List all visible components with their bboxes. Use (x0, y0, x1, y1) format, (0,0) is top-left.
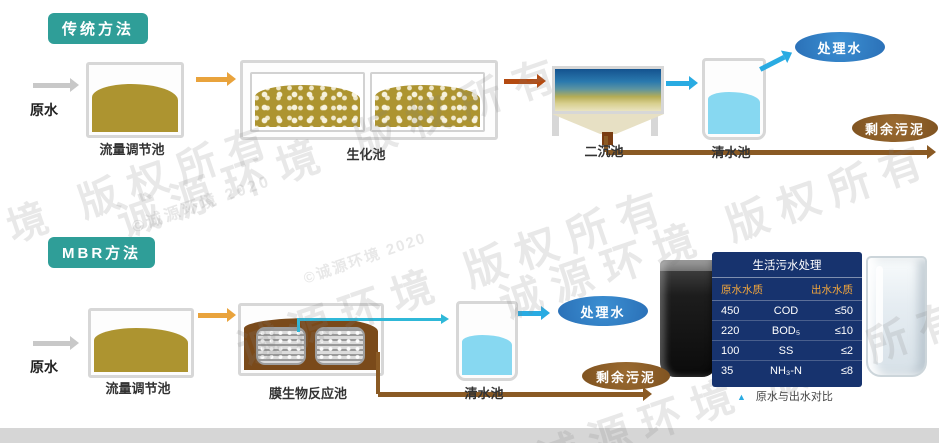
raw-water-glass (660, 260, 717, 377)
glass-shine (876, 266, 883, 363)
sedimentation-tank-label: 二沉池 (584, 144, 624, 159)
clean-water (462, 335, 512, 375)
sludge-arrow-icon (378, 387, 652, 401)
table-row: 35 NH₃-N ≤8 (712, 361, 862, 380)
cell-effluent: ≤10 (834, 325, 853, 337)
flow-regulation-tank-label: 流量调节池 (99, 142, 165, 157)
membrane-module (315, 327, 365, 365)
cell-influent: 220 (721, 325, 740, 337)
sludge-arrow-icon (606, 145, 936, 159)
clean-water-tank-mbr (456, 301, 518, 381)
treated-water-glass (866, 256, 927, 377)
triangle-marker-icon: ▲ (737, 392, 746, 402)
cell-influent: 35 (721, 365, 734, 377)
aerated-liquid (255, 85, 360, 127)
biochemical-cell-2 (370, 72, 485, 132)
table-title: 生活污水处理 (712, 252, 862, 278)
table-row: 220 BOD₅ ≤10 (712, 321, 862, 341)
cell-parameter: NH₃-N (770, 365, 802, 377)
inflow-arrow-icon (33, 336, 79, 350)
raw-water-label: 原水 (30, 102, 58, 118)
flow-regulation-tank-mbr (88, 308, 194, 378)
treated-water-oval: 处理水 (795, 32, 885, 62)
aerated-liquid (375, 85, 480, 127)
flow-arrow-icon (198, 308, 236, 322)
membrane-bioreactor-label: 膜生物反应池 (268, 386, 348, 401)
flow-arrow-icon (757, 46, 796, 75)
flow-arrow-icon (666, 76, 698, 90)
cell-parameter: BOD₅ (771, 325, 801, 337)
flow-arrow-icon (504, 74, 546, 88)
clean-water-tank-mbr-label: 清水池 (464, 386, 504, 401)
flow-regulation-tank-mbr-label: 流量调节池 (105, 381, 171, 396)
clean-water-tank-label: 清水池 (711, 145, 751, 160)
bottom-edge-strip (0, 428, 939, 443)
clean-water (708, 92, 760, 134)
sedimentation-tank (552, 66, 664, 114)
biochemical-tank (240, 60, 498, 140)
inflow-arrow-icon (33, 78, 79, 92)
flow-arrow-icon (196, 72, 236, 86)
caption-text: 原水与出水对比 (755, 391, 833, 403)
cell-parameter: COD (773, 305, 799, 317)
cell-parameter: SS (778, 345, 794, 357)
comparison-caption: ▲ 原水与出水对比 (737, 388, 833, 404)
mbr-method-badge: MBR方法 (48, 237, 156, 268)
flow-arrow-icon (518, 306, 550, 320)
permeate-arrow-icon (297, 314, 449, 324)
table-header-row: 原水水质 出水水质 (712, 278, 862, 301)
excess-sludge-oval-mbr: 剩余污泥 (582, 362, 670, 390)
table-row: 450 COD ≤50 (712, 301, 862, 321)
biochemical-tank-label: 生化池 (346, 147, 386, 162)
tank-leg (552, 108, 559, 136)
cell-effluent: ≤8 (840, 365, 853, 377)
glass-rim (660, 260, 717, 271)
flow-regulation-tank (86, 62, 184, 138)
table-row: 100 SS ≤2 (712, 341, 862, 361)
sludge-line (376, 352, 380, 394)
traditional-method-badge: 传统方法 (48, 13, 149, 44)
cell-influent: 100 (721, 345, 740, 357)
sludge-line (604, 136, 608, 152)
cell-effluent: ≤50 (834, 305, 853, 317)
treated-water-oval-mbr: 处理水 (558, 296, 648, 326)
membrane-bioreactor-tank (238, 303, 384, 376)
cell-influent: 450 (721, 305, 740, 317)
olive-liquid (92, 84, 178, 132)
sedimentation-funnel (552, 114, 664, 134)
excess-sludge-oval: 剩余污泥 (852, 114, 938, 142)
raw-water-label: 原水 (30, 359, 58, 375)
membrane-module (256, 327, 306, 365)
watermark: ©诚源环境 2020 (301, 229, 429, 288)
clean-water-tank (702, 58, 766, 140)
olive-liquid (94, 328, 188, 372)
cell-effluent: ≤2 (840, 345, 853, 357)
col-header-influent: 原水水质 (721, 284, 763, 296)
permeate-line (297, 318, 300, 332)
water-quality-table: 生活污水处理 原水水质 出水水质 450 COD ≤50 220 BOD₅ ≤1… (712, 252, 862, 387)
watermark: ©诚源环境 2020 (130, 172, 274, 237)
tank-leg (651, 108, 658, 136)
biochemical-cell-1 (250, 72, 365, 132)
col-header-effluent: 出水水质 (811, 284, 853, 296)
